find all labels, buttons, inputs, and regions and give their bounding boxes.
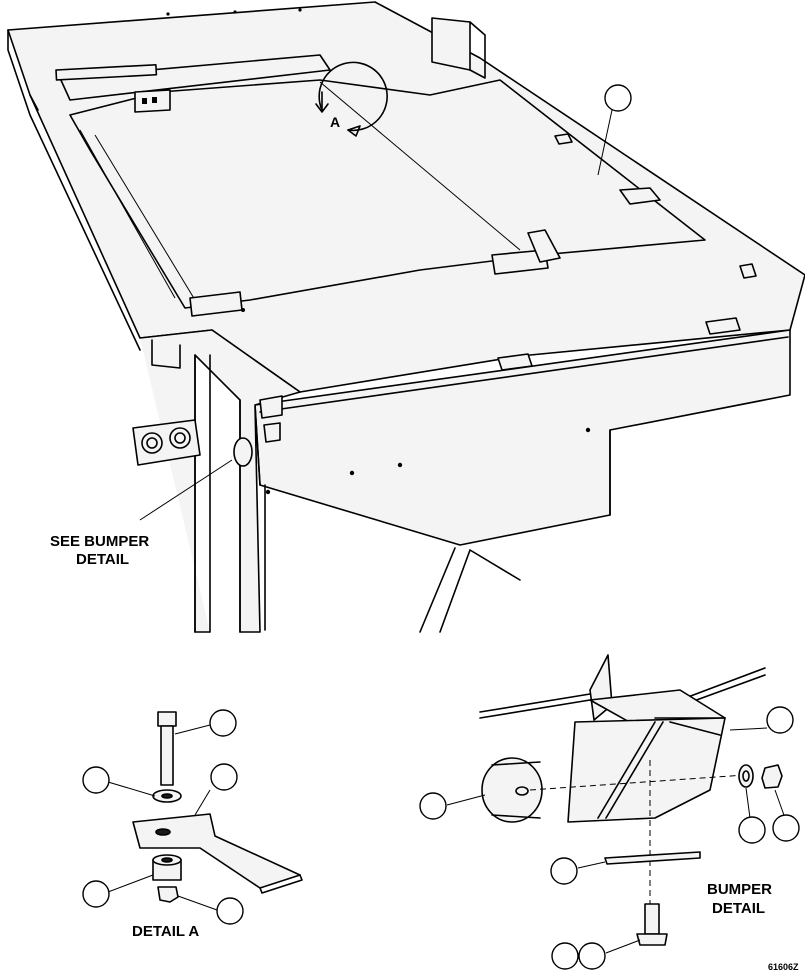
view-a-marker: A [330,114,340,130]
callout-bumper-bolt-2 [578,942,606,970]
tray-top-surface [7,1,805,393]
callout-bumper-washer [738,816,766,844]
callout-main [604,84,632,112]
callout-detail-a-washer [82,766,110,794]
bolt-shank [160,725,174,786]
callout-detail-a-spacer [82,880,110,908]
side-bracket [132,419,201,466]
bumper-detail-drawing [446,654,786,954]
bumper-detail-title-line1: BUMPER [707,881,772,898]
bumper-detail-title-line2: DETAIL [712,900,765,917]
nut [157,886,179,903]
see-bumper-detail-label-line2: DETAIL [76,551,129,568]
bracket-plate [132,813,301,889]
bolt-head [157,711,177,727]
bumper-pad [481,757,543,823]
callout-bumper-pad [419,792,447,820]
callout-detail-a-bracket [210,763,238,791]
see-bumper-detail-label-line1: SEE BUMPER [50,533,149,550]
detail-a-drawing [107,711,303,911]
callout-bumper-bracket [766,706,794,734]
view-a-rotation-arc [318,61,388,132]
callout-detail-a-bolt [209,709,237,737]
callout-shim-plate [550,857,578,885]
callout-bumper-nut [772,814,800,842]
bumper-bracket [567,717,726,823]
shim-plate [604,851,701,865]
callout-detail-a-nut [216,897,244,925]
detail-a-title: DETAIL A [132,923,199,940]
main-assembly: A [7,1,805,633]
bumper-on-assembly [233,437,253,467]
drawing-number: 61606Z [768,962,799,972]
bumper-bolt [644,903,660,935]
bumper-nut [761,764,783,789]
callout-bumper-bolt-1 [551,942,579,970]
